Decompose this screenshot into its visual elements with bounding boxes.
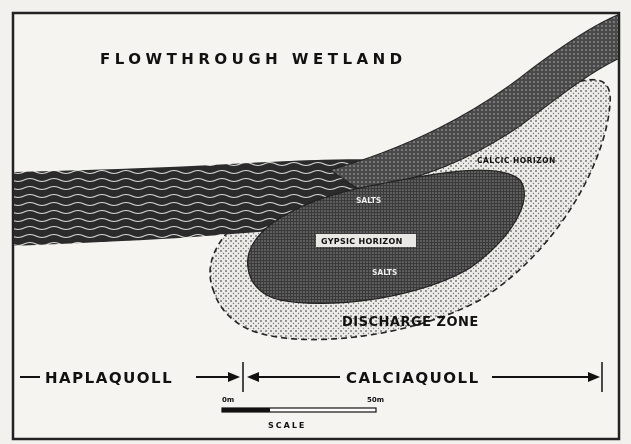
scale-end-label: 50m	[367, 396, 384, 404]
salts-upper-label: SALTS	[356, 196, 381, 205]
salts-lower-label: SALTS	[372, 268, 397, 277]
gypsic-horizon-label: GYPSIC HORIZON	[321, 237, 403, 246]
scale-bar-fill	[222, 408, 270, 412]
calciaquoll-label: CALCIAQUOLL	[346, 369, 480, 387]
diagram-title: FLOWTHROUGH WETLAND	[100, 50, 407, 68]
discharge-zone-label: DISCHARGE ZONE	[342, 315, 479, 330]
calcic-horizon-label: CALCIC HORIZON	[477, 156, 556, 165]
haplaquoll-label: HAPLAQUOLL	[45, 369, 173, 387]
scale-caption: SCALE	[268, 421, 306, 430]
scale-start-label: 0m	[222, 396, 234, 404]
